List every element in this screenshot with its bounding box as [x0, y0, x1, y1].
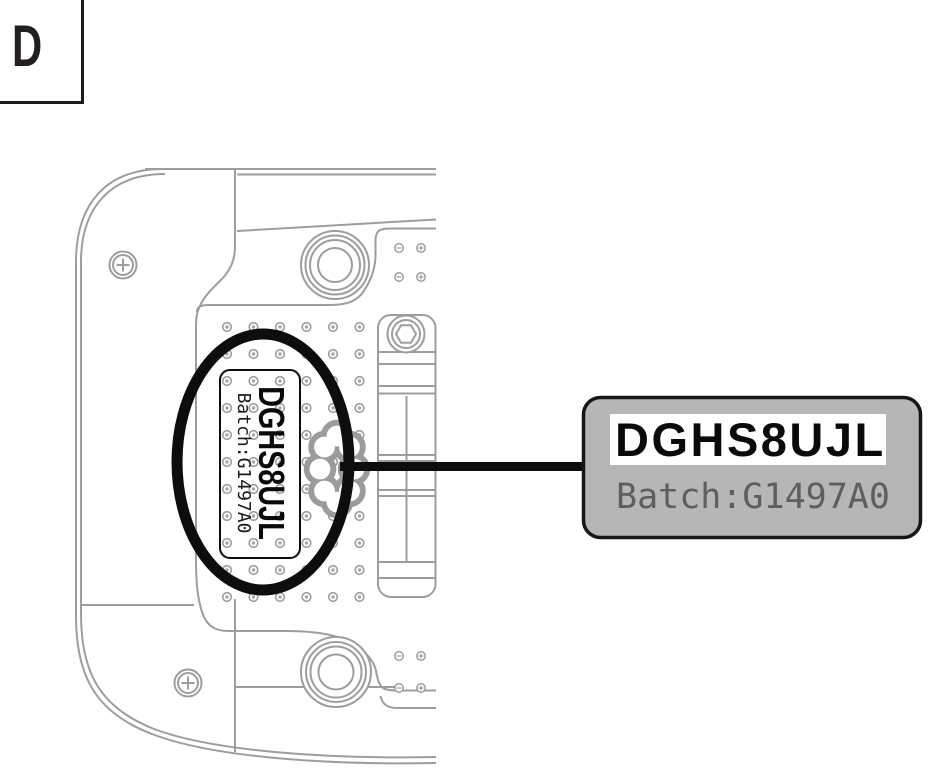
callout-batch-text: Batch:G1497A0: [616, 477, 890, 517]
device-batch-text: Batch:G1497A0: [233, 393, 254, 534]
device-outline: [75, 168, 437, 765]
callout-box: DGHS8UJL Batch:G1497A0: [581, 395, 923, 540]
contact-dot-clusters: [394, 243, 426, 693]
serial-highlight-strip: [610, 414, 886, 465]
port-ring-top: [300, 230, 370, 300]
device-serial-text: DGHS8UJL: [251, 386, 292, 540]
hinge-column: [377, 314, 437, 598]
phillips-screw-bottom-icon: [173, 668, 203, 698]
callout-leader-line: [340, 462, 590, 471]
port-ring-bottom: [300, 636, 372, 708]
phillips-screw-top-icon: [108, 250, 138, 280]
reference-letter-box: D: [0, 0, 84, 104]
callout-serial-text: DGHS8UJL: [615, 413, 886, 466]
panel-seams: [81, 169, 436, 752]
device-serial-label: DGHS8UJL Batch:G1497A0: [219, 369, 301, 559]
hex-bolt-icon: [386, 314, 426, 354]
reference-letter: D: [12, 14, 43, 79]
